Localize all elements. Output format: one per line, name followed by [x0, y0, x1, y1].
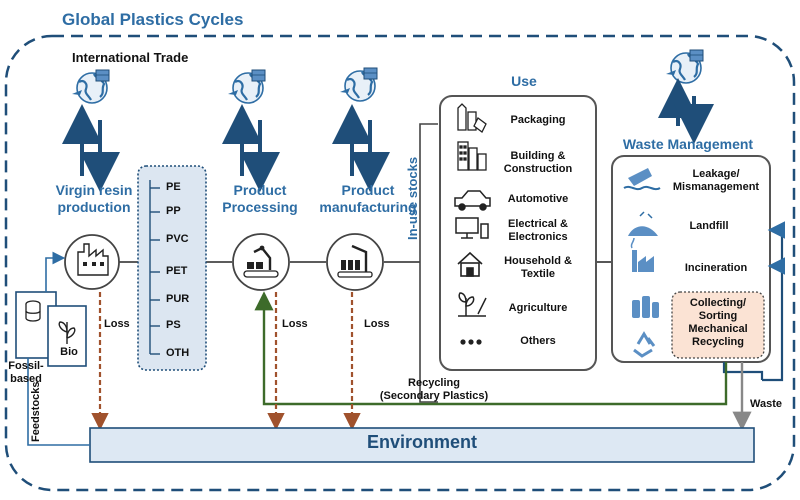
bio-feedstock-box [47, 305, 87, 367]
waste-route-incineration: Incineration [684, 262, 748, 274]
collecting-sorting-label: Collecting/ Sorting Mechanical Recycling [688, 297, 748, 348]
use-sector-automotive: Automotive [507, 193, 569, 205]
globe-icon [70, 68, 111, 105]
use-sector-others: Others [520, 335, 556, 347]
resin-pur: PUR [166, 293, 190, 305]
outer-dashed-frame [4, 34, 796, 492]
environment-box [89, 427, 755, 463]
international-trade-label: International Trade [72, 50, 189, 65]
collecting-box [671, 291, 765, 359]
resin-pe: PE [166, 181, 181, 193]
environment-label: Environment [366, 432, 477, 452]
use-sector-agriculture: Agriculture [508, 302, 568, 314]
in-use-stocks-label: In-use stocks [405, 156, 420, 240]
car-icon [454, 190, 491, 211]
robot-arm-icon [232, 233, 290, 291]
oil-barrel-icon [25, 300, 41, 322]
globe-icon [664, 48, 705, 85]
computer-icon [455, 217, 489, 239]
loss-label-processing: Loss [282, 318, 308, 330]
packaging-icon [457, 103, 487, 133]
resin-oth: OTH [166, 347, 190, 359]
loss-label-resin: Loss [104, 318, 130, 330]
globe-icon [226, 68, 267, 105]
feedstocks-label: Feedstocks [30, 381, 42, 442]
loss-label-manufacturing: Loss [364, 318, 390, 330]
building-icon [457, 141, 487, 171]
bottles-icon [632, 296, 659, 318]
bio-label: Bio [60, 346, 78, 358]
waste-label: Waste [750, 398, 782, 410]
resin-pp: PP [166, 205, 181, 217]
recycling-label: Recycling (Secondary Plastics) [379, 377, 489, 402]
recycle-icon [633, 331, 656, 358]
resin-pet: PET [166, 265, 188, 277]
resin-pvc: PVC [166, 233, 189, 245]
use-sector-building: Building & Construction [503, 150, 573, 175]
leaf-icon [58, 321, 76, 344]
globe-icon [338, 66, 379, 103]
virgin-resin-label: Virgin resin production [55, 182, 133, 215]
use-sector-household: Household & Textile [504, 255, 572, 280]
diagram-title: Global Plastics Cycles [62, 10, 244, 29]
use-sector-packaging: Packaging [510, 114, 566, 126]
incineration-icon [630, 237, 654, 272]
leakage-icon [623, 168, 661, 191]
landfill-icon [628, 211, 658, 236]
use-sector-electrical: Electrical & Electronics [508, 218, 568, 243]
waste-route-landfill: Landfill [689, 220, 729, 232]
waste-management-title: Waste Management [622, 136, 754, 152]
ellipsis-icon [460, 339, 482, 345]
waste-route-leakage: Leakage/ Mismanagement [672, 168, 760, 193]
fossil-based-label: Fossil- based [8, 360, 44, 385]
use-title: Use [511, 73, 537, 89]
house-icon [457, 251, 483, 277]
plant-icon [458, 292, 487, 317]
factory-icon [64, 234, 120, 290]
assembly-line-icon [326, 233, 384, 291]
resin-ps: PS [166, 319, 181, 331]
product-processing-label: Product Processing [222, 182, 298, 215]
resin-types-box [137, 165, 207, 371]
product-manufacturing-label: Product manufacturing [319, 182, 417, 215]
